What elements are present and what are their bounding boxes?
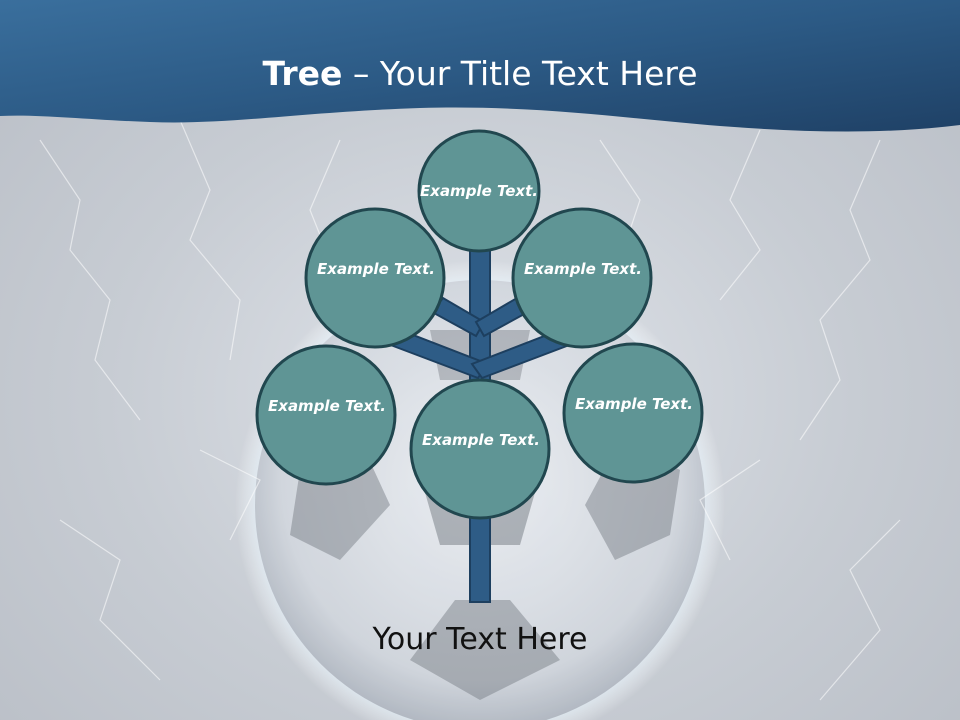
node-text-upper-right: Example Text. <box>524 259 642 278</box>
header-banner <box>0 0 960 132</box>
node-circle <box>304 207 446 349</box>
slide-title: Tree – Your Title Text Here <box>0 52 960 96</box>
bottom-caption: Your Text Here <box>372 622 588 657</box>
tree-nodes <box>255 129 704 520</box>
node-circle <box>511 207 653 349</box>
node-text-center: Example Text. <box>422 430 540 449</box>
node-circle <box>409 378 551 520</box>
node-circle <box>417 129 541 253</box>
title-bold-part: Tree <box>262 54 343 93</box>
node-text-upper-left: Example Text. <box>317 259 435 278</box>
title-rest: Your Title Text Here <box>379 54 698 93</box>
node-text-lower-right: Example Text. <box>575 394 693 413</box>
node-text-top: Example Text. <box>420 181 538 200</box>
lightning-decoration <box>39 119 901 701</box>
title-separator: – <box>342 54 380 93</box>
node-circle <box>255 344 397 486</box>
node-text-lower-left: Example Text. <box>268 396 386 415</box>
node-circle <box>562 342 704 484</box>
